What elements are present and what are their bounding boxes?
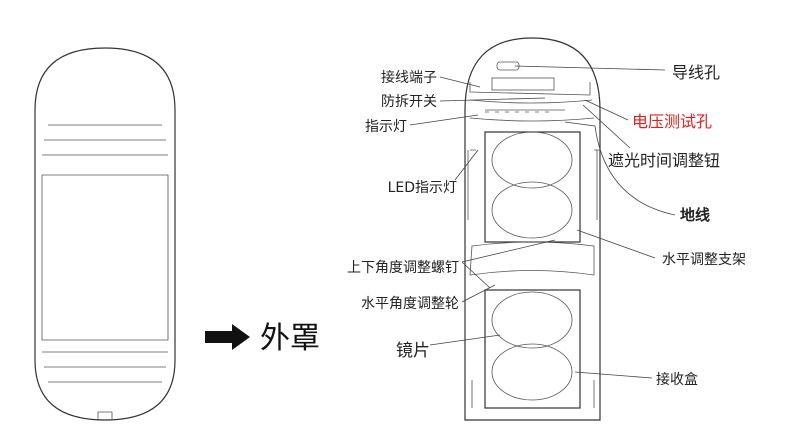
label-tamper-switch: 防拆开关 (381, 94, 437, 110)
outer-cover (34, 47, 176, 421)
terminal-block (485, 109, 565, 113)
label-horizontal-bracket: 水平调整支架 (662, 252, 746, 268)
label-indicator: 指示灯 (365, 119, 407, 135)
label-voltage-test-hole: 电压测试孔 (632, 112, 712, 131)
leader-lines (409, 65, 676, 379)
right-arrow-icon (205, 324, 250, 350)
label-horizontal-wheel: 水平角度调整轮 (361, 296, 459, 312)
label-led-indicator: LED指示灯 (388, 180, 457, 196)
label-receiver-box: 接收盒 (656, 371, 698, 388)
label-lens: 镜片 (396, 341, 430, 361)
detector-body (464, 37, 601, 421)
label-wire-hole: 导线孔 (672, 63, 720, 82)
label-shading-time-knob: 遮光时间调整钮 (608, 151, 720, 170)
label-terminal: 接线端子 (381, 69, 437, 86)
label-vertical-screw: 上下角度调整螺钉 (347, 260, 459, 276)
label-ground-wire: 地线 (680, 206, 710, 224)
cover-label: 外罩 (260, 321, 320, 356)
